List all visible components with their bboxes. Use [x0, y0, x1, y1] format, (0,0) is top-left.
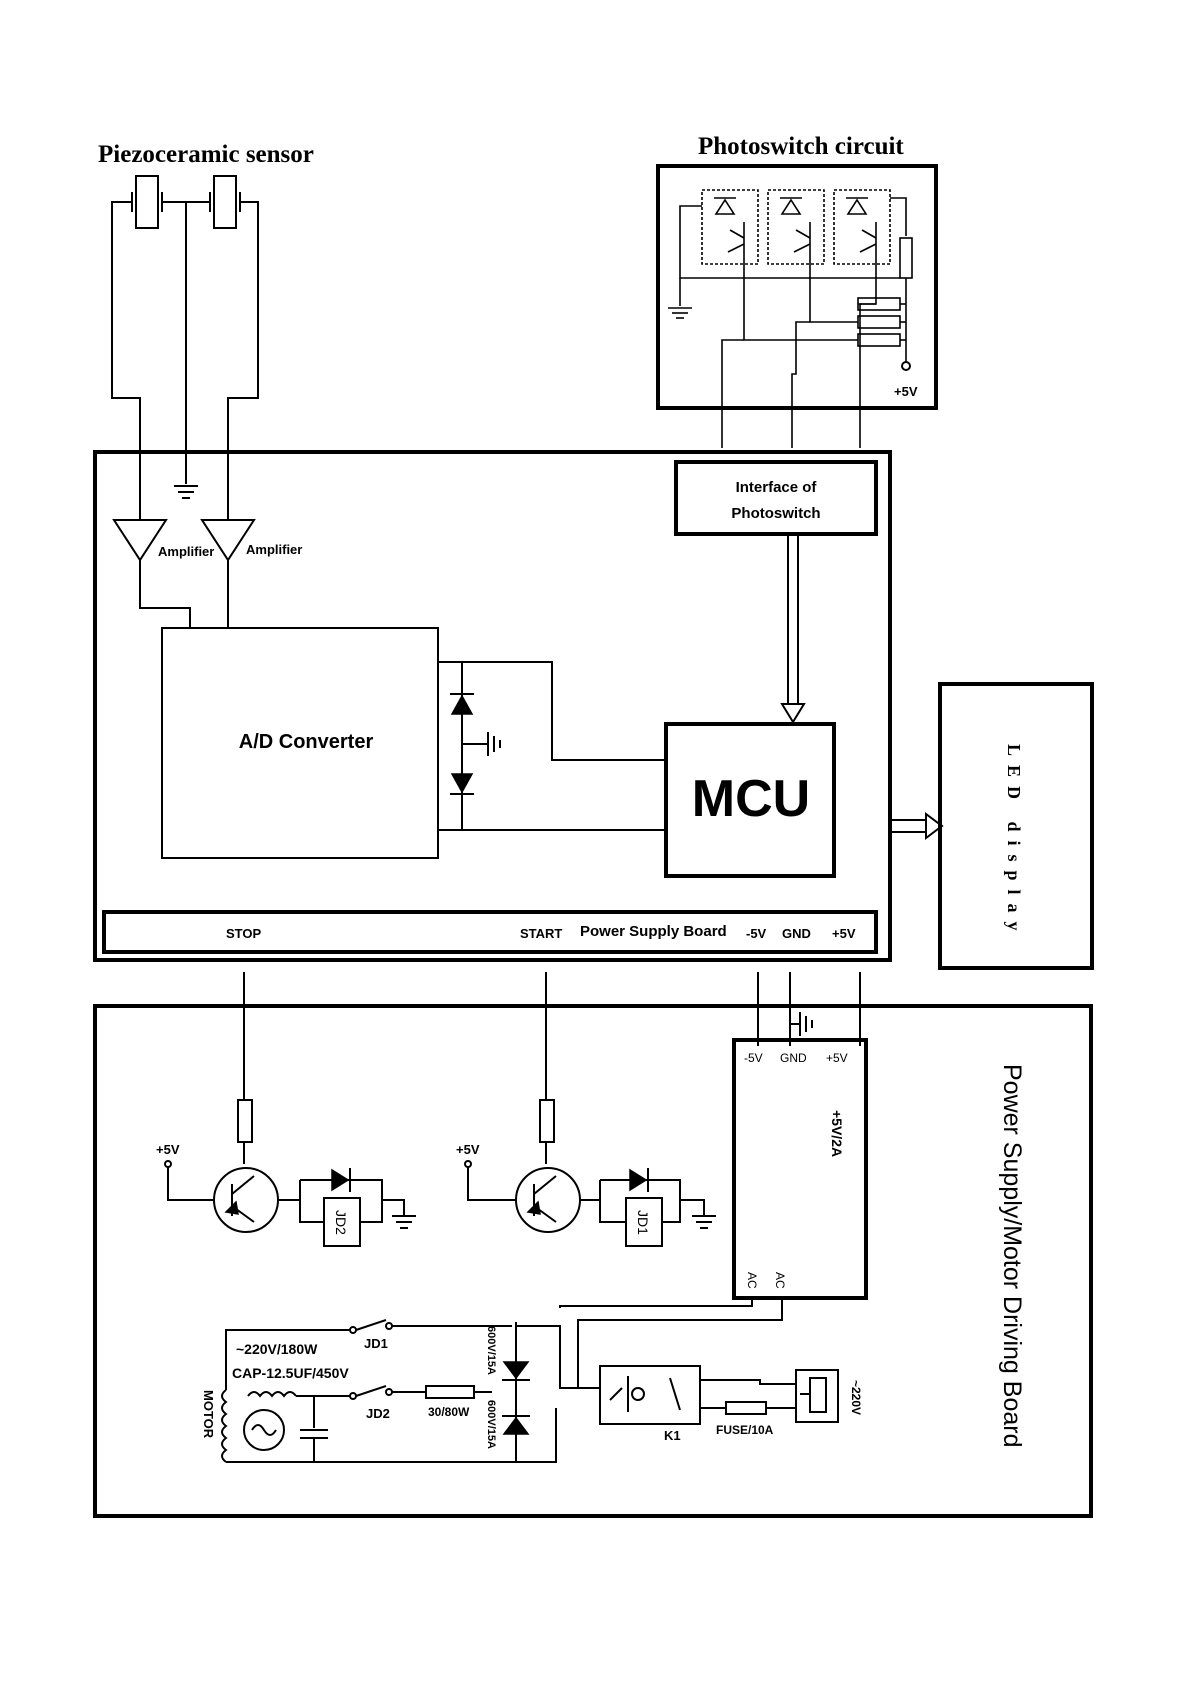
main-board-box [93, 450, 892, 962]
switch-jd1-icon [349, 1319, 393, 1334]
mcu-label: MCU [692, 770, 810, 828]
switch-jd2-label: JD2 [366, 1406, 390, 1421]
driver-left-resistor [237, 1099, 253, 1143]
photoswitch-box [656, 164, 938, 410]
relay-jd2-label: JD2 [333, 1210, 349, 1235]
power-strip-neg5: -5V [746, 926, 767, 941]
adc-diode-lower-icon [450, 773, 474, 795]
optocoupler-2-icon [767, 189, 825, 265]
psu-pos5: +5V [826, 1051, 848, 1065]
bridge-diode-bottom-label: 600V/15A [485, 1400, 497, 1449]
adc-ground-icon [487, 732, 501, 756]
driver-right-vcc: +5V [456, 1142, 480, 1157]
adc-label: A/D Converter [239, 731, 374, 753]
psu-ground-icon [799, 1012, 813, 1036]
photoswitch-pullup-resistor [899, 237, 913, 279]
motor-spec: ~220V/180W [236, 1341, 318, 1357]
fuse-box [725, 1401, 767, 1415]
driver-left-vcc: +5V [156, 1142, 180, 1157]
psu-neg5: -5V [744, 1051, 763, 1065]
fuse-label: FUSE/10A [716, 1423, 774, 1437]
amplifier-2-icon [200, 519, 256, 562]
main-board-group: Interface of Photoswitch Amplifier Ampli… [93, 450, 944, 962]
psu-rating: +5V/2A [829, 1110, 845, 1157]
photoswitch-ground-icon [668, 278, 692, 319]
amplifier-1-icon [112, 519, 168, 562]
optocoupler-1-icon [701, 189, 759, 265]
psu-box [732, 1038, 868, 1300]
bridge-diode-bottom-icon [502, 1415, 530, 1435]
power-resistor [425, 1385, 475, 1399]
piezo-ground-icon [174, 485, 198, 499]
power-resistor-label: 30/80W [428, 1405, 470, 1419]
bridge-diode-top-label: 600V/15A [485, 1326, 497, 1375]
motor-winding-icon [221, 1389, 297, 1463]
power-strip-stop: STOP [226, 926, 261, 941]
photoswitch-interface-line1: Interface of [736, 479, 818, 496]
relay-jd2-box [323, 1197, 361, 1247]
relay-jd1-box [625, 1197, 663, 1247]
optocoupler-3-icon [833, 189, 891, 265]
photoswitch-interface-line2: Photoswitch [731, 505, 820, 522]
adc-diode-upper-icon [450, 693, 474, 715]
mcu-box [664, 722, 836, 878]
switch-jd1-label: JD1 [364, 1336, 388, 1351]
amplifier-1-label: Amplifier [158, 544, 214, 559]
cap-spec: CAP-12.5UF/450V [232, 1365, 349, 1381]
power-strip-start: START [520, 926, 562, 941]
mcu-to-led-arrow-icon [890, 812, 944, 840]
driver-right-ground-icon [692, 1215, 716, 1229]
interface-to-mcu-arrow-icon [780, 534, 806, 724]
amplifier-2-label: Amplifier [246, 542, 302, 557]
driver-left-transistor-icon [213, 1167, 279, 1233]
piezo-element-right [213, 175, 237, 229]
driver-right-diode-icon [629, 1168, 649, 1192]
led-display-label: LED display [1004, 744, 1024, 940]
driver-left-diode-icon [331, 1168, 351, 1192]
relay-k1-label: K1 [664, 1428, 681, 1443]
driving-board-group: Power Supply/Motor Driving Board +5V [93, 972, 1093, 1518]
psu-ac2: AC [773, 1272, 787, 1289]
mains-label: ~220V [849, 1380, 863, 1415]
motor-label: MOTOR [201, 1390, 216, 1439]
relay-jd1-label: JD1 [635, 1210, 651, 1235]
piezo-sensor-group: Piezoceramic sensor [98, 141, 314, 520]
switch-jd2-icon [349, 1385, 393, 1400]
led-display-box [938, 682, 1094, 970]
power-strip-box [102, 910, 878, 954]
power-strip-label: Power Supply Board [580, 923, 727, 940]
driver-left-ground-icon [392, 1215, 416, 1229]
photoswitch-group: Photoswitch circuit [656, 133, 938, 448]
photoswitch-resistor-2 [857, 315, 901, 329]
photoswitch-vcc-label: +5V [894, 384, 918, 399]
photoswitch-title: Photoswitch circuit [698, 133, 904, 160]
photoswitch-resistor-3 [857, 333, 901, 347]
relay-k1-box [599, 1365, 701, 1425]
relay-k1-coil-icon [609, 1376, 681, 1412]
led-display-group: LED display [938, 682, 1094, 970]
driving-board-title: Power Supply/Motor Driving Board [998, 1064, 1026, 1448]
power-strip-gnd: GND [782, 926, 811, 941]
motor-capacitor-icon [300, 1429, 328, 1439]
driver-right-resistor [539, 1099, 555, 1143]
piezo-title: Piezoceramic sensor [98, 141, 314, 168]
piezo-element-left [135, 175, 159, 229]
bridge-diode-top-icon [502, 1361, 530, 1381]
power-strip-pos5: +5V [832, 926, 856, 941]
adc-box [161, 627, 439, 859]
psu-ac1: AC [745, 1272, 759, 1289]
driving-board-box [93, 1004, 1093, 1518]
driver-right-transistor-icon [515, 1167, 581, 1233]
photoswitch-interface-box [674, 460, 878, 536]
psu-gnd: GND [780, 1051, 807, 1065]
mains-plug-icon [795, 1369, 839, 1423]
